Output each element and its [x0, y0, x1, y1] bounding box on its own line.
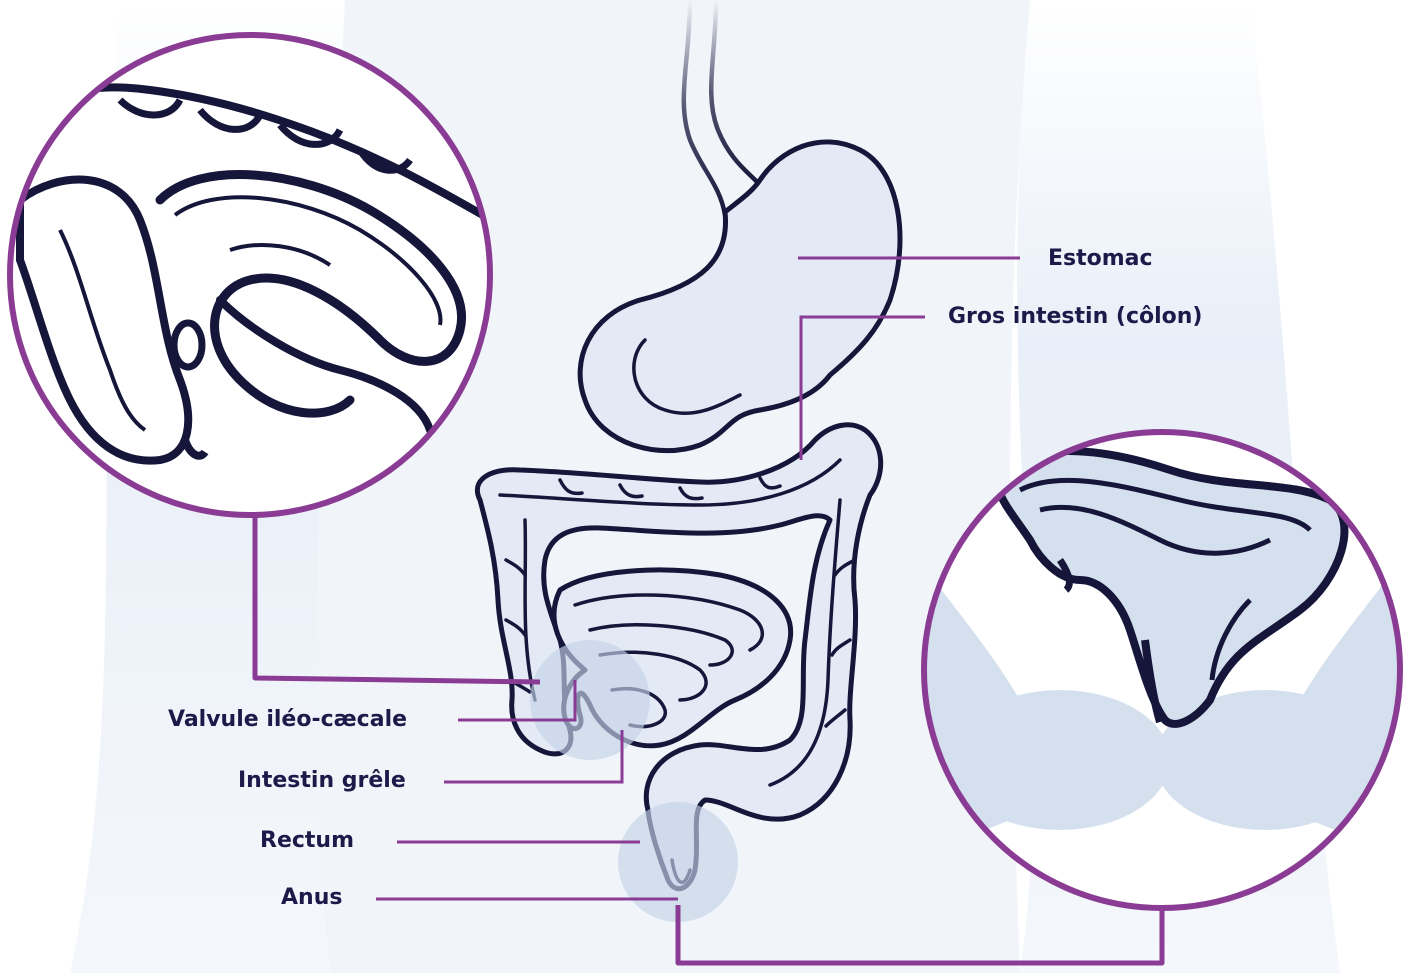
label-rectum: Rectum	[260, 830, 354, 852]
label-ileocecal-valve: Valvule iléo-cæcale	[168, 709, 407, 731]
label-stomach: Estomac	[1048, 248, 1153, 270]
label-colon: Gros intestin (côlon)	[948, 306, 1202, 328]
label-small-intestine: Intestin grêle	[238, 770, 406, 792]
label-anus: Anus	[281, 887, 342, 909]
zoom-circle-rectum	[917, 432, 1402, 908]
